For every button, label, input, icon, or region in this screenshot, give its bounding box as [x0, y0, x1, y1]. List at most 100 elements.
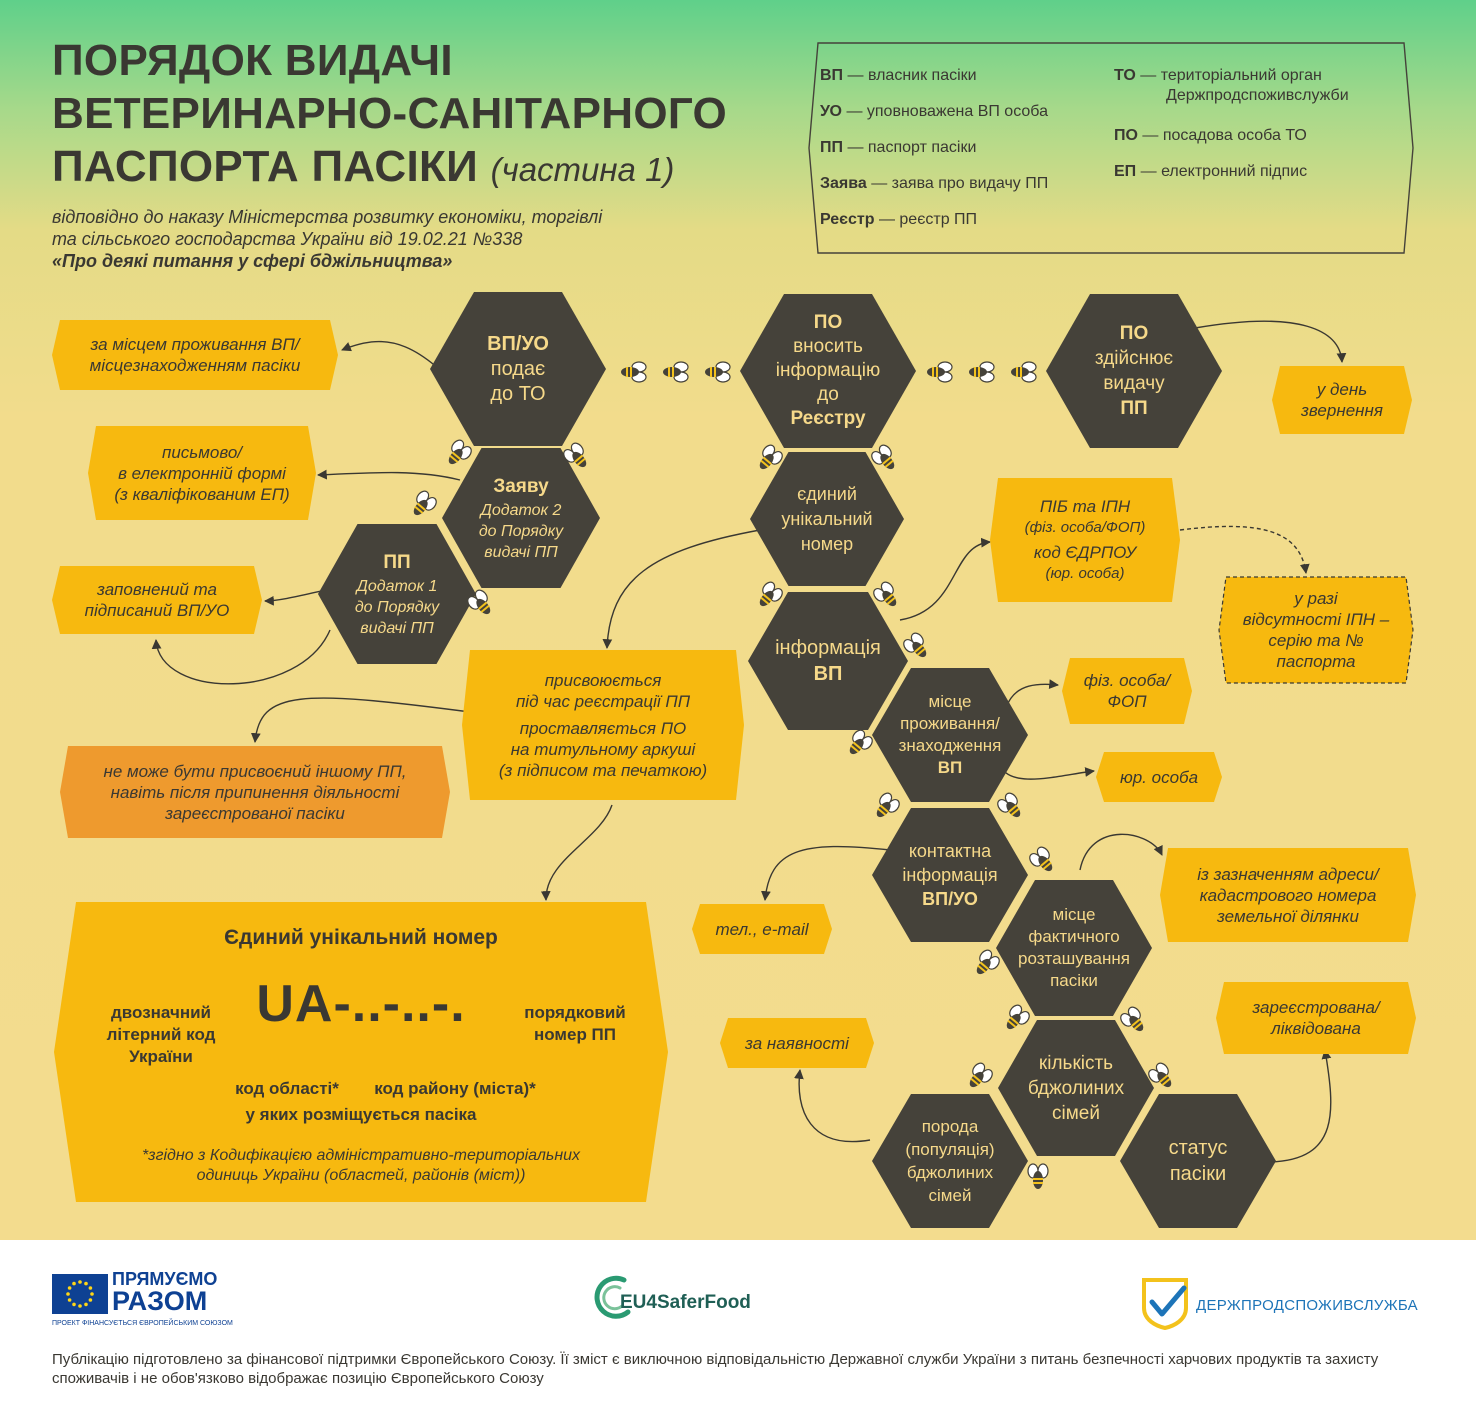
note-shape [1096, 752, 1222, 802]
hex-label: єдиний [797, 483, 857, 504]
serial-number-label: порядковий номер ПП [500, 1002, 650, 1046]
bee-icon [1026, 844, 1060, 878]
legend-abbr: ВП [820, 67, 844, 84]
bee-icons [406, 361, 1179, 1190]
note-line: юр. особа [1119, 767, 1199, 787]
hex-label: статус [1168, 1137, 1228, 1159]
hex-label: інформацію [775, 360, 881, 381]
legend-abbr: УО [820, 103, 842, 120]
bee-icon [441, 437, 475, 471]
note-line: звернення [1301, 401, 1383, 420]
note-line: тел., e-mail [715, 919, 809, 939]
legend-abbr: ЕП [1114, 163, 1137, 180]
unique-number-panel: Єдиний унікальний номер UA-..-..-. двозн… [54, 902, 668, 1202]
legend-abbr: Реєстр [820, 211, 875, 228]
note-line: письмово/ [161, 442, 243, 462]
label-line: України [129, 1047, 193, 1066]
bee-icon [868, 442, 902, 476]
note-line: в електронній формі [118, 463, 286, 483]
note-line: зареєстрованої пасіки [165, 803, 345, 823]
hex-label: бджолиних [1027, 1077, 1125, 1099]
bee-icon [1010, 361, 1037, 383]
eu-flag-icon [52, 1274, 108, 1314]
hex-label: Реєстру [790, 408, 866, 429]
footer: ПРЯМУЄМО РАЗОМ ПРОЕКТ ФІНАНСУЄТЬСЯ ЄВРОП… [0, 1240, 1476, 1413]
bee-icon [994, 790, 1028, 824]
panel-shape [54, 902, 668, 1202]
note-line: заповнений та [97, 580, 217, 599]
legend-item: Реєстр — реєстр ПП [820, 211, 978, 228]
bee-icon [662, 361, 689, 383]
hex-label: ПП [383, 551, 411, 573]
legend-text: посадова особа ТО [1162, 127, 1307, 144]
note-line: із зазначенням адреси/ [1197, 864, 1379, 884]
hex-label: до Порядку [354, 598, 440, 616]
note-shape [462, 650, 744, 800]
note-shape [52, 320, 338, 390]
note-shape [52, 566, 262, 634]
hex-label: вносить [793, 336, 863, 357]
hex-label: Додаток 2 [480, 501, 562, 519]
note-filled-signed: заповнений та підписаний ВП/УО [52, 566, 262, 634]
bee-icon [1027, 1163, 1049, 1190]
note-application-form: письмово/ в електронній формі (з кваліфі… [88, 426, 316, 520]
note-line: серію та № [1268, 631, 1364, 650]
country-code-label: двозначний літерний код України [76, 1002, 246, 1068]
bee-icon [999, 1002, 1033, 1036]
legend-item: Заява — заява про видачу ПП [820, 175, 1049, 192]
subtitle-line: та сільського господарства України від 1… [52, 229, 523, 249]
legend-abbr: ТО [1114, 67, 1136, 84]
bee-icon [406, 488, 440, 522]
note-line: підписаний ВП/УО [84, 601, 230, 620]
hex-label: пасіки [1169, 1163, 1227, 1185]
hex-label: видачу [1103, 373, 1165, 394]
note-line: ФОП [1107, 692, 1147, 711]
note-line: відсутності ІПН – [1242, 610, 1390, 629]
label-line: двозначний [111, 1003, 211, 1022]
note-line: код ЄДРПОУ [1033, 543, 1137, 562]
footnote-line: *згідно з Кодифікацією адміністративно-т… [141, 1147, 581, 1164]
hex-label: інформація [902, 865, 998, 885]
legend-text: Держпродспоживслужби [1166, 87, 1349, 104]
note-line: (юр. особа) [1045, 565, 1125, 582]
legend-text: уповноважена ВП особа [866, 103, 1048, 120]
title-line-3: ПАСПОРТА ПАСІКИ [52, 142, 479, 191]
legend-text: власник пасіки [867, 67, 977, 84]
subtitle-line: відповідно до наказу Міністерства розвит… [52, 207, 603, 227]
note-shape [720, 1018, 874, 1068]
bee-icon [1117, 1004, 1151, 1038]
note-line: не може бути присвоєний іншому ПП, [103, 761, 407, 781]
note-line: місцезнаходженням пасіки [89, 356, 301, 375]
hex-label: здійснює [1094, 348, 1174, 369]
abbreviation-legend: ВП — власник пасіки УО — уповноважена ВП… [808, 42, 1414, 254]
legend-item: ЕП — електронний підпис [1114, 163, 1308, 180]
title-line: ПАСПОРТА ПАСІКИ (частина 1) [52, 140, 727, 196]
region-code-label: код області* [235, 1079, 339, 1098]
bee-icon [752, 442, 786, 476]
bee-icon [968, 361, 995, 383]
note-line: за місцем проживання ВП/ [90, 335, 300, 354]
note-shape [1062, 658, 1192, 724]
note-shape [60, 746, 450, 838]
bee-icon [464, 587, 498, 621]
hex-owner-info: інформація ВП [748, 592, 908, 730]
title-line: ПОРЯДОК ВИДАЧІ [52, 36, 453, 85]
note-place-of-residence: за місцем проживання ВП/ місцезнаходженн… [52, 320, 338, 390]
order-name: «Про деякі питання у сфері бджільництва» [52, 251, 453, 271]
note-if-available: за наявності [720, 1018, 874, 1068]
hex-label: інформація [775, 637, 881, 659]
note-line: присвоюється [544, 670, 662, 690]
legend-text: реєстр ПП [899, 211, 978, 228]
hex-label: пасіки [1050, 971, 1098, 990]
legend-text: електронний підпис [1161, 163, 1308, 180]
eu-funding-note: ПРОЕКТ ФІНАНСУЄТЬСЯ ЄВРОПЕЙСЬКИМ СОЮЗОМ [52, 1320, 233, 1327]
note-line: фіз. особа/ [1083, 671, 1171, 690]
bee-icon [969, 947, 1003, 981]
legend-item: ПО — посадова особа ТО [1114, 127, 1307, 144]
legend-abbr: ПП [820, 139, 843, 156]
district-code-label: код району (міста)* [374, 1079, 536, 1098]
page-title: ПОРЯДОК ВИДАЧІ ВЕТЕРИНАРНО-САНІТАРНОГО П… [52, 34, 727, 196]
note-line: на титульному аркуші [510, 739, 696, 759]
note-shape [1272, 366, 1412, 434]
bee-icon [560, 440, 594, 474]
